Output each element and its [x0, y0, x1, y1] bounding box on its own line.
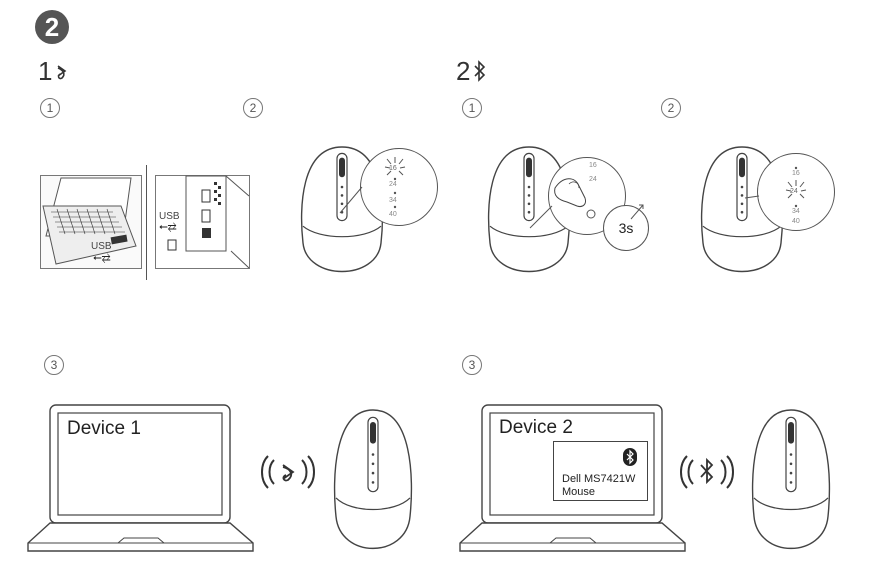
- mouse-led-dot-4: [527, 210, 531, 214]
- mouse-led-dot-4: [789, 481, 793, 484]
- mouse-led-dot-3: [740, 202, 744, 206]
- substep-2-bt: 2: [661, 98, 681, 118]
- bt-signal-waves-icon: [680, 455, 734, 489]
- laptop-keyboard-illustration: [42, 177, 137, 265]
- dpi-bt-24: 24: [589, 176, 597, 183]
- mouse-scroll-wheel: [370, 421, 376, 444]
- mouse-scroll-wheel: [526, 157, 532, 178]
- substep-1-rf: 1: [40, 98, 60, 118]
- dpi-rf-24: 24: [389, 181, 397, 188]
- usb-symbol-icon-1: ⭠⇄: [93, 252, 111, 264]
- section-bt-header: 2: [456, 56, 488, 89]
- mouse-shell-divider: [302, 225, 382, 238]
- rf-signal-group: [258, 450, 318, 494]
- mouse-led-dot-3: [340, 202, 344, 206]
- dpi-bt2-40: 40: [792, 218, 800, 225]
- usb-symbol-icon-2: ⭠⇄: [159, 221, 177, 233]
- mouse-led-dot-1: [789, 453, 793, 456]
- mouse-led-dot-2: [789, 462, 793, 466]
- mouse-led-dot-4: [740, 210, 744, 214]
- mouse-scroll-wheel: [339, 157, 345, 178]
- mouse-device-2: [751, 409, 831, 549]
- popup-device-type: Mouse: [562, 486, 596, 498]
- rf-wireless-icon: [54, 58, 70, 89]
- section-rf-header: 1: [38, 56, 70, 89]
- mouse-shell-divider: [489, 225, 569, 238]
- rf-signal-waves-icon: [261, 455, 315, 489]
- mouse-led-dot-3: [789, 471, 793, 475]
- timer-label: 3s: [618, 220, 634, 236]
- usb-label-1: USB: [91, 241, 112, 252]
- finger-press-icon: [554, 178, 596, 219]
- dpi-zoom-rf: 16 24 34 40: [360, 148, 438, 226]
- timer-clock-hand-icon: [630, 204, 644, 220]
- laptop-usb-inset: [40, 175, 142, 269]
- substep-1-bt: 1: [462, 98, 482, 118]
- bt-signal-group: [677, 450, 737, 494]
- device-2-title: Device 2: [499, 417, 573, 438]
- mouse-led-dot-2: [371, 462, 375, 466]
- dpi-bt2-34: 34: [792, 208, 800, 215]
- dpi-rf-34: 34: [389, 197, 397, 204]
- bluetooth-icon: [472, 58, 488, 89]
- substep-3-bt: 3: [462, 355, 482, 375]
- mouse-device-1: [333, 409, 413, 549]
- mouse-led-dot-4: [371, 481, 375, 484]
- substep-2-rf: 2: [243, 98, 263, 118]
- mouse-shell-divider: [335, 497, 411, 511]
- popup-device-name: Dell MS7421W: [562, 473, 636, 485]
- mouse-shell-divider: [753, 497, 829, 511]
- desktop-usb-inset: [155, 175, 250, 269]
- popup-bluetooth-icon: [623, 448, 637, 466]
- mouse-bt-press: [487, 146, 571, 273]
- mouse-scroll-wheel: [788, 421, 794, 444]
- zoom-connector-bt: [529, 205, 553, 229]
- mouse-led-dot-3: [527, 202, 531, 206]
- zoom-connector-bt2: [744, 195, 760, 199]
- mouse-led-dot-1: [371, 453, 375, 456]
- desktop-ports-illustration: [167, 175, 250, 269]
- mouse-led-dot-1: [740, 185, 744, 189]
- mouse-led-dot-2: [340, 194, 344, 197]
- substep-3-rf: 3: [44, 355, 64, 375]
- dpi-rf-16: 16: [389, 165, 397, 172]
- dpi-indicator-rf: [384, 157, 406, 209]
- mouse-led-dot-1: [527, 185, 531, 189]
- section-bt-number: 2: [456, 56, 472, 86]
- dpi-zoom-bt: 16 24 34 40: [757, 153, 835, 231]
- mouse-led-dot-1: [340, 185, 344, 189]
- timer-3s: 3s: [603, 205, 649, 251]
- dpi-indicator-bt: [785, 166, 807, 208]
- device-1-title: Device 1: [67, 418, 141, 439]
- dpi-bt-16: 16: [589, 162, 597, 169]
- mouse-led-dot-2: [740, 194, 744, 197]
- mouse-scroll-wheel: [739, 157, 745, 178]
- laptop-device-1: [27, 404, 254, 552]
- dpi-rf-40: 40: [389, 211, 397, 218]
- mouse-led-dot-2: [527, 194, 531, 197]
- mouse-led-dot-3: [371, 471, 375, 475]
- zoom-connector-rf: [339, 186, 363, 214]
- inset-divider: [146, 165, 147, 280]
- usb-label-2: USB: [159, 211, 180, 222]
- dpi-bt2-24: 24: [790, 188, 798, 195]
- dpi-bt2-16: 16: [792, 170, 800, 177]
- step-badge: 2: [35, 10, 69, 44]
- bluetooth-pairing-popup[interactable]: Dell MS7421W Mouse: [553, 441, 648, 501]
- mouse-shell-divider: [702, 225, 782, 238]
- section-rf-number: 1: [38, 56, 54, 86]
